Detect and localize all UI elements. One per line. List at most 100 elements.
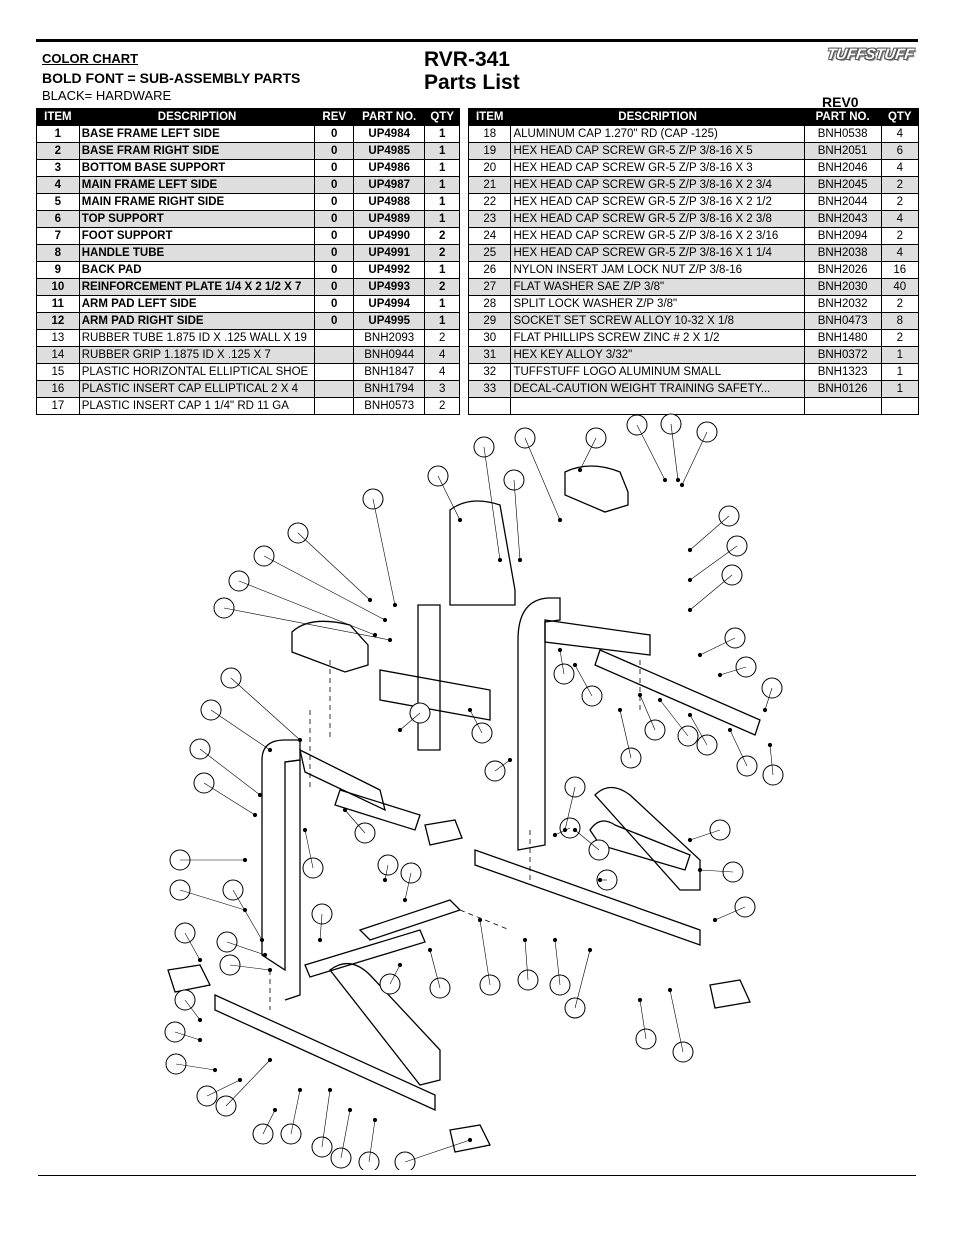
callout-leader-line (225, 1059, 271, 1107)
bottom-base-support (358, 899, 462, 941)
callout-leader-line (579, 437, 597, 471)
part-item: 12 (36, 312, 80, 330)
part-item: 6 (36, 210, 80, 228)
callout-leader-dot (402, 897, 408, 903)
part-number: BNH2030 (803, 278, 882, 296)
callout-leader-line (290, 1089, 301, 1135)
bold-font-note: BOLD FONT = SUB-ASSEMBLY PARTS (42, 70, 301, 86)
part-number: UP4984 (353, 125, 426, 143)
part-number: UP4991 (353, 244, 426, 262)
callout-leader-line (437, 475, 461, 521)
top-support-right (544, 619, 651, 656)
handle-tube-right (594, 649, 761, 736)
callout-leader-line (179, 889, 246, 911)
color-chart-legend: COLOR CHART BOLD FONT = SUB-ASSEMBLY PAR… (42, 50, 300, 105)
callout-leader-line (399, 712, 421, 731)
center-cross-tube (379, 669, 491, 721)
part-qty (880, 397, 920, 415)
part-description: FLAT WASHER SAE Z/P 3/8" (510, 278, 805, 296)
part-item: 26 (467, 261, 512, 279)
callout-leader-dot (267, 967, 273, 973)
part-item: 33 (467, 380, 512, 398)
bottom-base-support-lower (304, 929, 426, 978)
callout-leader-dot (197, 957, 203, 963)
part-qty: 2 (424, 329, 460, 347)
part-description: SOCKET SET SCREW ALLOY 10-32 X 1/8 (510, 312, 805, 330)
foot-support-right (594, 786, 701, 891)
part-item: 21 (467, 176, 512, 194)
callout-leader-line (689, 545, 738, 581)
part-item: 16 (36, 380, 80, 398)
parts-list-heading: Parts List (424, 71, 520, 94)
callout-leader-line (389, 964, 401, 985)
part-rev: 0 (314, 142, 355, 160)
callout-leader-line (372, 498, 396, 606)
callout-leader-dot (457, 517, 463, 523)
callout-leader-line (404, 872, 412, 901)
part-qty: 1 (424, 210, 460, 228)
page-title: RVR-341 Parts List (424, 48, 520, 94)
callout-leader-dot (387, 637, 393, 643)
part-number: BNH2032 (803, 295, 882, 313)
part-qty: 2 (880, 329, 920, 347)
revision-label: REV0 (822, 94, 859, 110)
part-description: BOTTOM BASE SUPPORT (78, 159, 316, 177)
part-qty: 2 (880, 227, 920, 245)
callout-leader-dot (762, 707, 768, 713)
part-rev: 0 (314, 159, 355, 177)
part-rev: 0 (314, 176, 355, 194)
part-description: HEX HEAD CAP SCREW GR-5 Z/P 3/8-16 X 2 3… (510, 227, 805, 245)
callout-leader-dot (327, 1087, 333, 1093)
part-rev: 0 (314, 312, 355, 330)
part-number: BNH2043 (803, 210, 882, 228)
foot-support-left (329, 963, 441, 1086)
callout-leader-line (659, 699, 689, 737)
shoe-center (424, 819, 463, 846)
callout-leader-dot (397, 727, 403, 733)
part-description: ALUMINUM CAP 1.270" RD (CAP -125) (510, 125, 805, 143)
callout-leader-line (714, 906, 746, 921)
base-frame-right (474, 849, 701, 946)
callout-leader-line (319, 913, 323, 941)
callout-leader-line (184, 999, 201, 1021)
part-number: BNH0126 (803, 380, 882, 398)
col-item: ITEM (467, 108, 512, 126)
callout-leader-dot (679, 482, 685, 488)
part-description: HEX HEAD CAP SCREW GR-5 Z/P 3/8-16 X 1 1… (510, 244, 805, 262)
callout-leader-dot (382, 877, 388, 883)
callout-leader-line (206, 1079, 241, 1097)
callout-leader-line (554, 827, 571, 836)
callout-leader-dot (637, 692, 643, 698)
part-number: UP4990 (353, 227, 426, 245)
part-qty: 2 (424, 397, 460, 415)
callout-leader-dot (697, 867, 703, 873)
callout-leader-line (619, 709, 632, 759)
part-qty: 1 (424, 261, 460, 279)
callout-leader-line (479, 919, 491, 986)
col-qty: QTY (880, 108, 920, 126)
part-description (510, 397, 805, 415)
callout-leader-dot (372, 632, 378, 638)
callout-leader-dot (687, 712, 693, 718)
callout-leader-line (729, 729, 748, 767)
part-qty: 8 (880, 312, 920, 330)
callout-leader-dot (302, 827, 308, 833)
part-qty: 2 (424, 227, 460, 245)
part-qty: 4 (880, 244, 920, 262)
part-description: BACK PAD (78, 261, 316, 279)
part-rev: 0 (314, 193, 355, 211)
callout-leader-line (524, 939, 529, 981)
base-frame-left (214, 993, 436, 1112)
callout-leader-dot (477, 917, 483, 923)
